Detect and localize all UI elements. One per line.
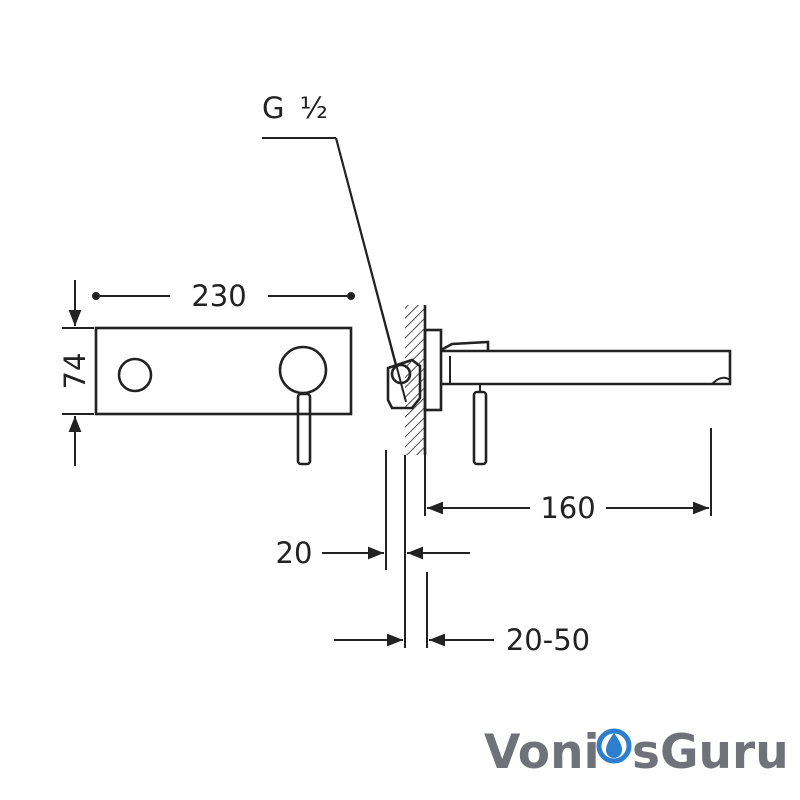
spout — [441, 349, 732, 386]
dimension-dot-right — [347, 292, 355, 300]
water-drop-icon — [596, 728, 632, 764]
plate-profile — [423, 328, 443, 412]
dimension-dot-left — [92, 292, 100, 300]
installation-depth-dimension: 20-50 — [334, 572, 590, 657]
thread-label: G ½ — [262, 91, 328, 125]
logo-text-sguru: sGuru — [632, 725, 789, 780]
lever-handle — [296, 392, 312, 466]
lever-handle-base — [278, 345, 328, 395]
plate-height-label: 74 — [58, 353, 92, 390]
spout-length-dimension: 160 — [424, 428, 712, 525]
handle-body — [440, 340, 490, 352]
thread-connection — [386, 358, 422, 410]
thread-leader-2 — [335, 137, 407, 403]
plate-width-dimension: 230 — [92, 279, 355, 313]
spout-length-label: 160 — [540, 491, 595, 525]
wall-plate — [94, 326, 353, 416]
plate-width-label: 230 — [191, 279, 246, 313]
spout-outlet — [711, 376, 731, 385]
vonios-guru-logo: Voni sGuru — [484, 725, 789, 780]
front-view — [94, 326, 353, 466]
wall-finish-label: 20 — [276, 536, 313, 570]
side-lever — [472, 390, 488, 466]
thread-label-group: G ½ — [262, 91, 407, 403]
plate-height-dimension: 74 — [58, 280, 94, 466]
wall-hatching — [405, 305, 425, 455]
side-view — [386, 305, 732, 466]
logo-text-voni: Voni — [484, 725, 600, 780]
installation-depth-label: 20-50 — [506, 623, 590, 657]
diverter-knob — [117, 357, 153, 393]
wall-finish-dimension: 20 — [276, 450, 470, 648]
